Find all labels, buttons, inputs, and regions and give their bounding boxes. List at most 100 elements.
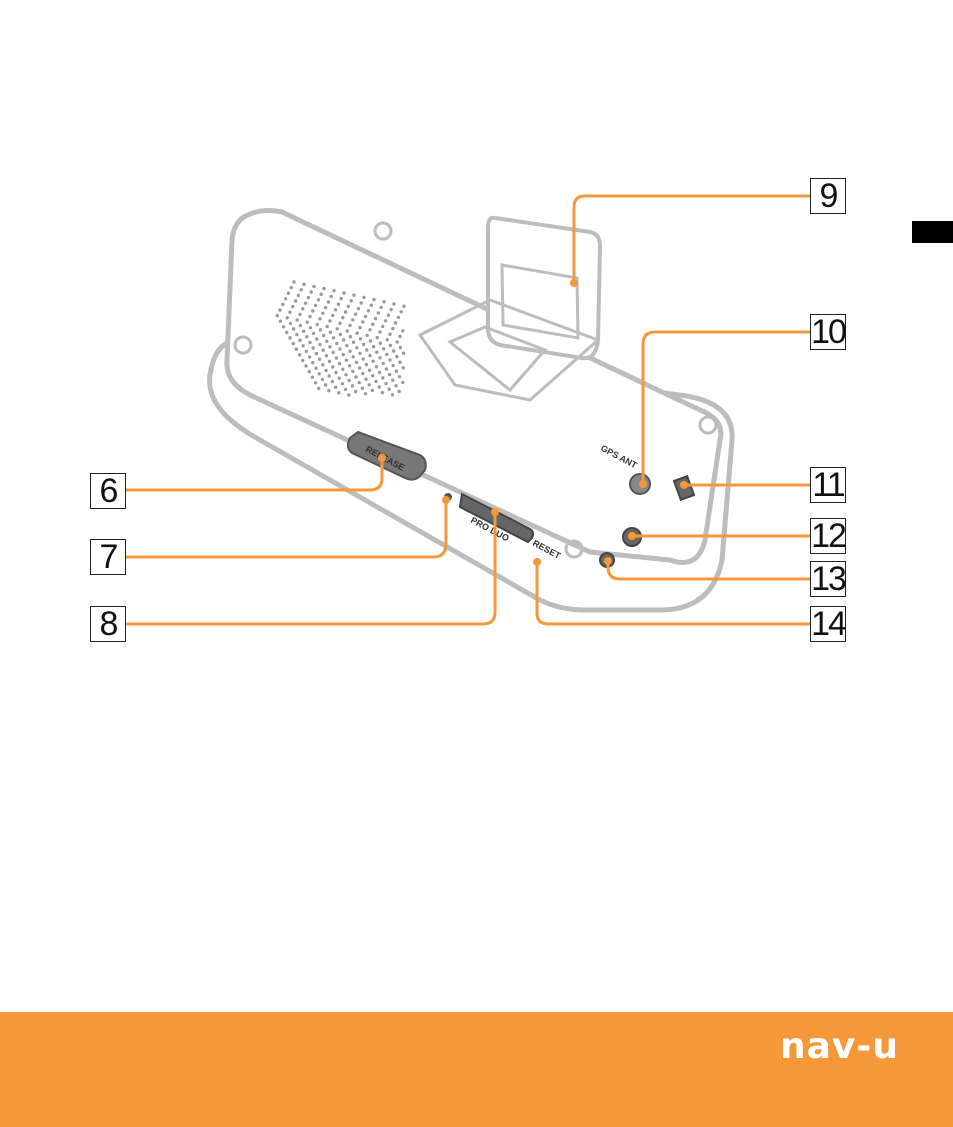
callout-10: 10 — [810, 314, 846, 350]
grille-hole — [351, 384, 354, 387]
grille-hole — [360, 301, 363, 304]
grille-hole — [334, 386, 337, 389]
grille-hole — [391, 379, 394, 382]
grille-hole — [388, 358, 391, 361]
grille-hole — [307, 296, 310, 299]
grille-hole — [358, 381, 361, 384]
grille-hole — [311, 361, 314, 364]
grille-hole — [297, 294, 300, 297]
grille-hole — [312, 346, 315, 349]
grille-hole — [318, 317, 321, 320]
grille-hole — [287, 292, 290, 295]
callout-11: 11 — [810, 467, 846, 503]
grille-hole — [281, 303, 284, 306]
grille-hole — [357, 307, 360, 310]
grille-hole — [348, 379, 351, 382]
grille-hole — [375, 351, 378, 354]
grille-hole — [381, 391, 384, 394]
grille-hole — [326, 325, 329, 328]
grille-hole — [376, 336, 379, 339]
grille-hole — [362, 296, 365, 299]
callout-13: 13 — [810, 561, 846, 597]
grille-hole — [308, 341, 311, 344]
grille-hole — [345, 344, 348, 347]
grille-hole — [356, 332, 359, 335]
grille-hole — [318, 358, 321, 361]
grille-hole — [282, 325, 285, 328]
grille-hole — [335, 342, 338, 345]
grille-hole — [311, 309, 314, 312]
grille-hole — [352, 355, 355, 358]
grille-hole — [377, 311, 380, 314]
grille-hole — [325, 340, 328, 343]
grille-hole — [350, 299, 353, 302]
grille-hole — [402, 352, 405, 355]
grille-hole — [395, 370, 398, 373]
grille-hole — [387, 314, 390, 317]
grille-hole — [316, 323, 319, 326]
grille-hole — [340, 297, 343, 300]
grille-hole — [342, 353, 345, 356]
grille-hole — [341, 382, 344, 385]
grille-hole — [391, 393, 394, 396]
grille-hole — [397, 316, 400, 319]
grille-hole — [324, 369, 327, 372]
grille-hole — [362, 357, 365, 360]
grille-hole — [308, 315, 311, 318]
grille-hole — [398, 375, 401, 378]
grille-hole — [319, 328, 322, 331]
grille-hole — [388, 333, 391, 336]
grille-hole — [371, 389, 374, 392]
grille-hole — [327, 300, 330, 303]
grille-hole — [386, 338, 389, 341]
grille-hole — [365, 348, 368, 351]
grille-hole — [396, 340, 399, 343]
grille-hole — [291, 305, 294, 308]
grille-hole — [331, 380, 334, 383]
grille-hole — [328, 319, 331, 322]
gps-antenna-flap — [488, 218, 600, 358]
grille-hole — [368, 383, 371, 386]
grille-hole — [332, 289, 335, 292]
grille-hole — [292, 327, 295, 330]
grille-hole — [278, 308, 281, 311]
grille-hole — [382, 362, 385, 365]
grille-hole — [402, 366, 405, 369]
grille-hole — [322, 287, 325, 290]
grille-hole — [354, 390, 357, 393]
grille-hole — [382, 300, 385, 303]
grille-hole — [381, 325, 384, 328]
grille-hole — [315, 352, 318, 355]
grille-hole — [382, 347, 385, 350]
grille-hole — [305, 335, 308, 338]
grille-hole — [331, 365, 334, 368]
grille-hole — [381, 376, 384, 379]
grille-hole — [322, 349, 325, 352]
grille-hole — [375, 365, 378, 368]
grille-hole — [364, 315, 367, 318]
grille-hole — [295, 348, 298, 351]
callout-7: 7 — [90, 539, 126, 575]
grille-hole — [385, 353, 388, 356]
grille-hole — [328, 374, 331, 377]
grille-hole — [324, 383, 327, 386]
grille-hole — [364, 378, 367, 381]
callout-8: 8 — [90, 606, 126, 642]
grille-hole — [304, 364, 307, 367]
grille-hole — [389, 344, 392, 347]
grille-hole — [328, 360, 331, 363]
grille-hole — [312, 332, 315, 335]
grille-hole — [361, 372, 364, 375]
grille-hole — [384, 319, 387, 322]
grille-hole — [348, 364, 351, 367]
grille-hole — [402, 305, 405, 308]
grille-hole — [400, 310, 403, 313]
grille-hole — [391, 327, 394, 330]
grille-hole — [346, 329, 349, 332]
grille-hole — [286, 316, 289, 319]
grille-hole — [310, 290, 313, 293]
grille-hole — [349, 335, 352, 338]
grille-hole — [368, 328, 371, 331]
grille-hole — [322, 334, 325, 337]
grille-hole — [367, 309, 370, 312]
